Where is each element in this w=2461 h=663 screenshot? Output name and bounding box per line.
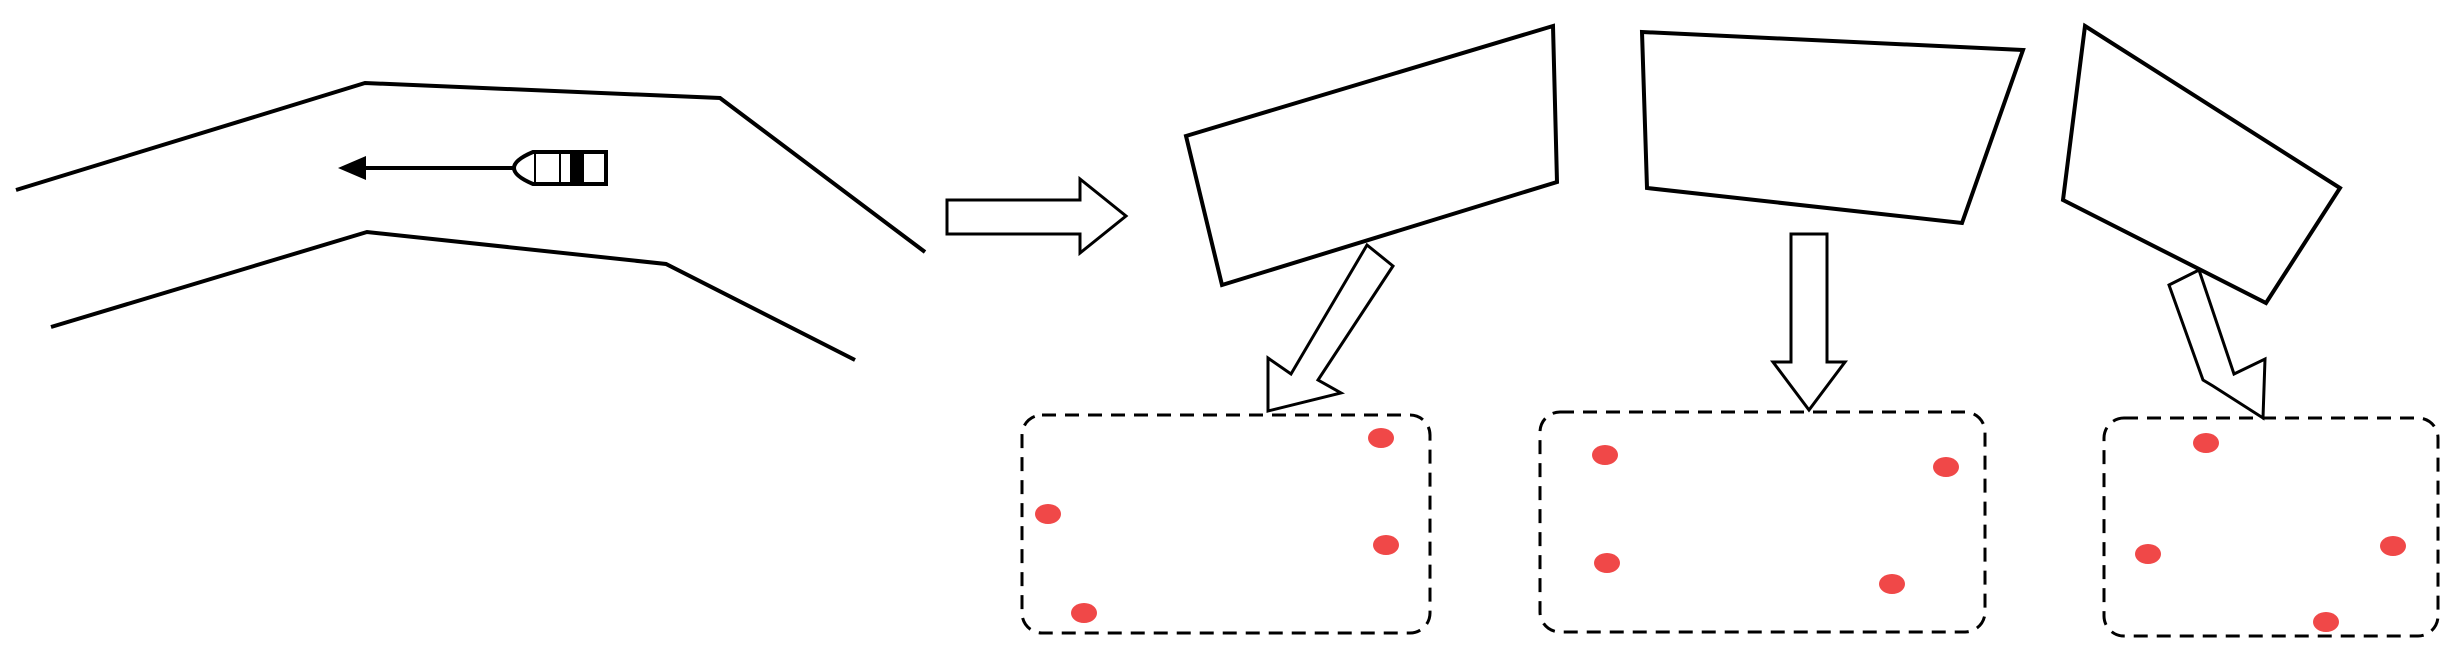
- keypoint: [1879, 574, 1905, 594]
- motion-arrow: [338, 156, 525, 180]
- road-upper-edge: [15, 80, 927, 254]
- keypoint: [2135, 544, 2161, 564]
- transition-arrow: [945, 175, 1129, 257]
- keypoint: [1594, 553, 1620, 573]
- segment-3: [2060, 22, 2343, 306]
- keypoint: [1933, 457, 1959, 477]
- projection-arrow-1: [1266, 242, 1396, 413]
- segment-1: [1183, 23, 1560, 288]
- keypoint: [1368, 428, 1394, 448]
- keypoint-box-1: [1020, 413, 1432, 635]
- keypoint: [2193, 433, 2219, 453]
- keypoint-box-3: [2102, 416, 2440, 638]
- segment-2: [1639, 29, 2026, 226]
- keypoint: [2313, 612, 2339, 632]
- projection-arrow-3: [2167, 267, 2267, 421]
- vehicle-icon: [511, 150, 608, 186]
- keypoint: [1071, 603, 1097, 623]
- projection-arrow-2: [1770, 232, 1848, 413]
- keypoint: [1035, 504, 1061, 524]
- road-lower-edge: [50, 229, 856, 362]
- keypoint-box-2: [1538, 410, 1987, 634]
- keypoint: [1373, 535, 1399, 555]
- keypoint: [1592, 445, 1618, 465]
- keypoint: [2380, 536, 2406, 556]
